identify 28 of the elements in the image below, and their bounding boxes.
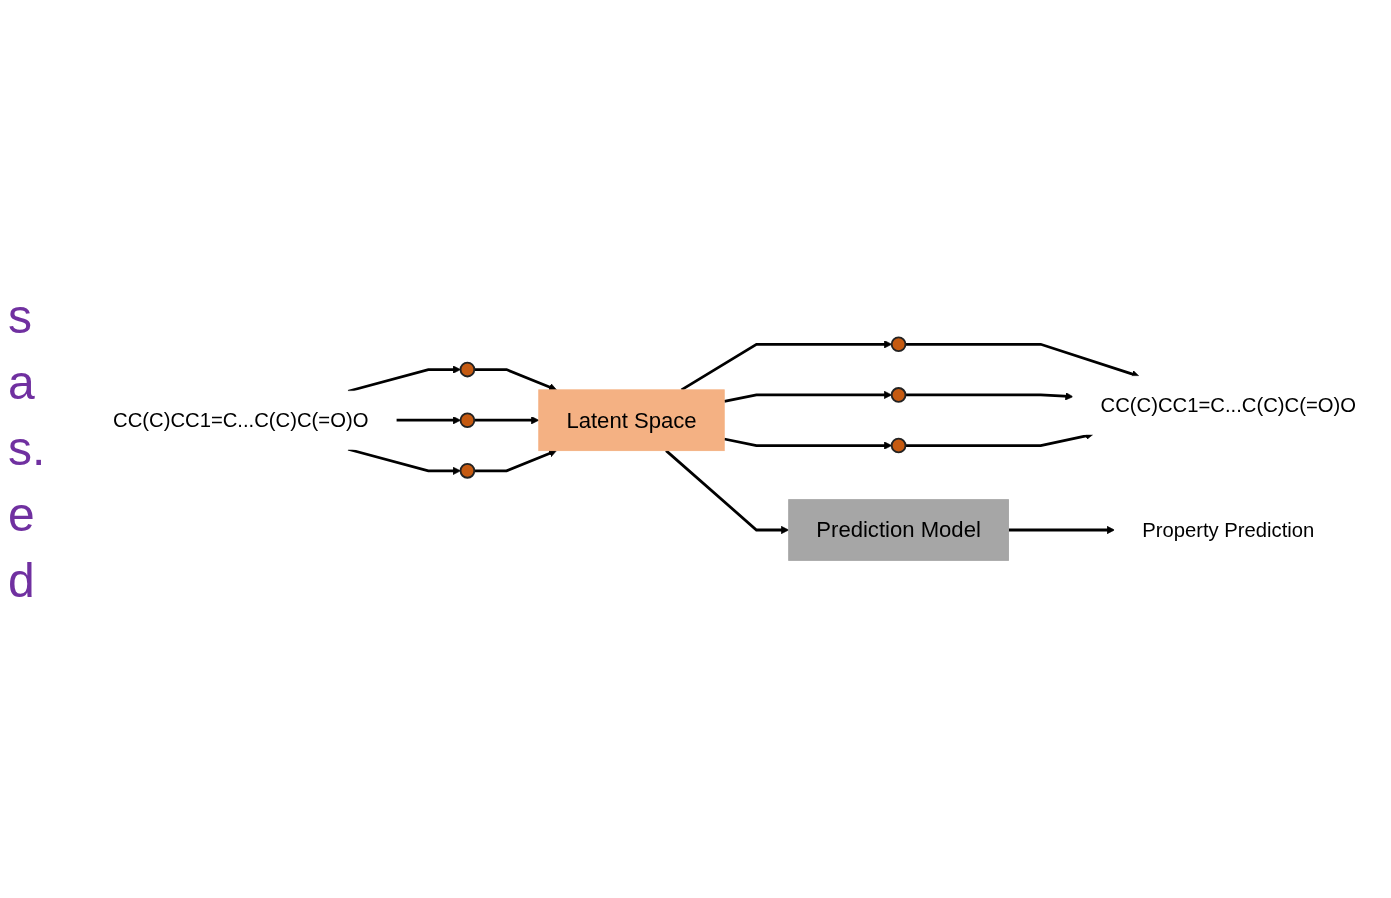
arrow	[474, 449, 557, 473]
node-circle	[459, 463, 476, 479]
text-fragment: a	[8, 359, 36, 407]
arrow	[723, 437, 893, 450]
node-text: CC(C)CC1=C...C(C)C(=O)O	[113, 408, 369, 432]
arrow	[347, 365, 461, 393]
arrow	[665, 449, 790, 535]
node-text: Property Prediction	[1142, 518, 1315, 542]
node-circle	[890, 437, 907, 454]
arrow	[723, 391, 893, 403]
arrow	[474, 416, 540, 425]
arrow	[474, 368, 557, 391]
node-text: CC(C)CC1=C...C(C)C(=O)O	[1100, 393, 1356, 417]
arrow	[905, 343, 1140, 378]
node-circle	[890, 387, 907, 403]
arrow	[396, 416, 461, 425]
text-fragment: s.	[8, 425, 47, 473]
node-box: Latent Space	[538, 389, 725, 452]
node-circle	[890, 336, 907, 353]
node-circle	[459, 361, 476, 378]
node-circle	[459, 412, 476, 429]
arrow	[347, 448, 461, 476]
arrow	[1008, 526, 1115, 535]
arrow	[905, 392, 1074, 401]
text-fragment: e	[8, 491, 36, 539]
text-fragment: d	[8, 557, 36, 605]
text-fragment: s	[8, 293, 33, 341]
node-box: Prediction Model	[788, 499, 1009, 561]
